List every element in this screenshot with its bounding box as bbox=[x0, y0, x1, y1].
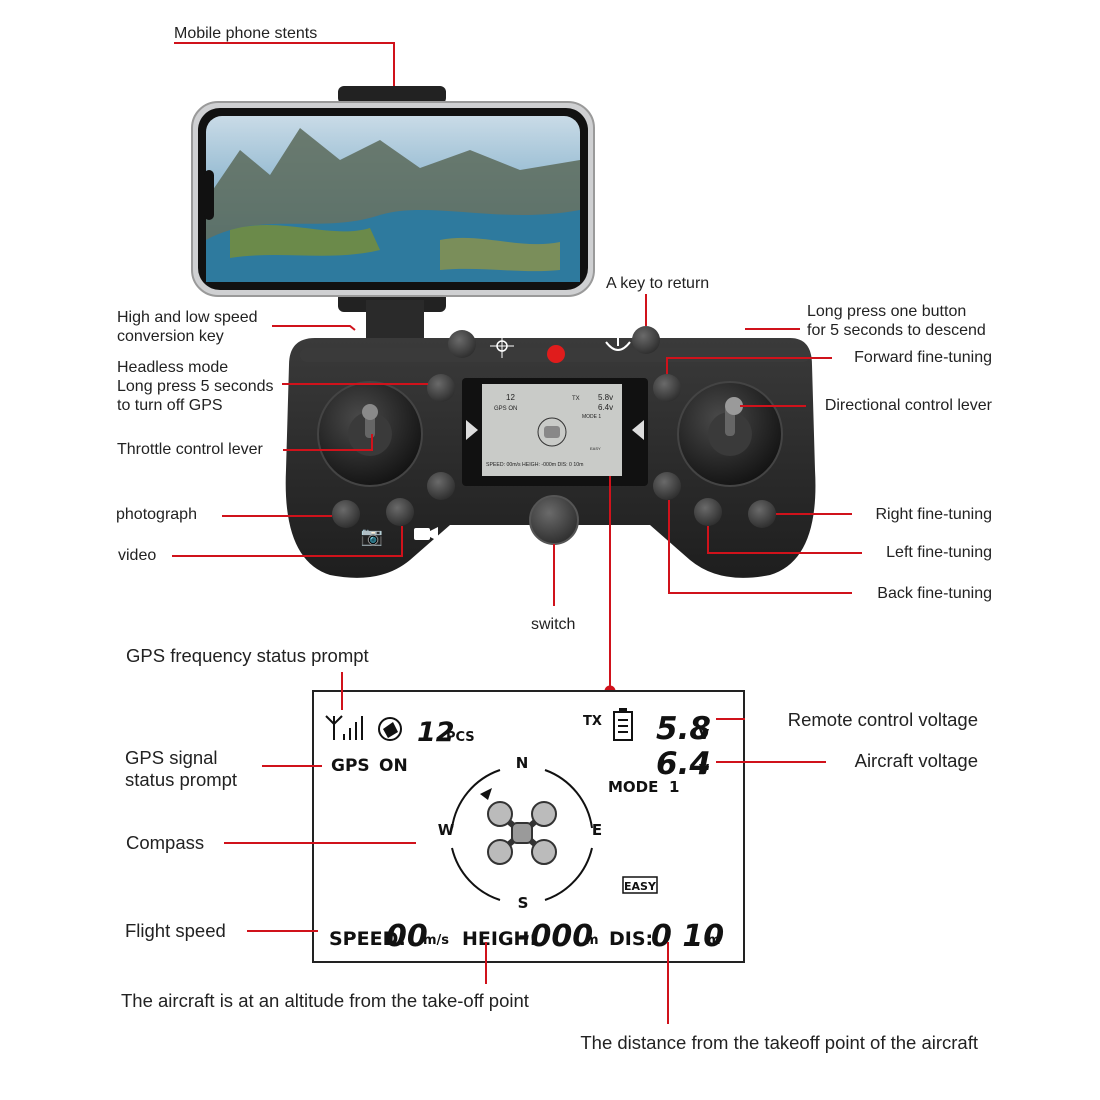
tx-label: TX bbox=[583, 714, 602, 729]
label-forward-fine-tuning: Forward fine-tuning bbox=[854, 349, 992, 366]
battery-icon bbox=[613, 708, 633, 741]
small-lcd-tx: TX bbox=[572, 396, 580, 402]
small-lcd-gps: GPS ON bbox=[494, 406, 517, 412]
distance-unit: m bbox=[707, 933, 721, 948]
switch-button bbox=[529, 495, 579, 545]
mode-value: 1 bbox=[669, 778, 679, 796]
easy-box bbox=[622, 876, 658, 894]
label-return-key: A key to return bbox=[606, 275, 710, 292]
label-distance: The distance from the takeoff point of t… bbox=[580, 1032, 978, 1053]
label-left-fine-tuning: Left fine-tuning bbox=[886, 544, 992, 561]
satellite-icon bbox=[378, 717, 402, 741]
satellite-count: 12 bbox=[417, 717, 455, 748]
label-headless: Headless mode Long press 5 seconds to tu… bbox=[117, 359, 274, 414]
speed-key-button bbox=[448, 330, 476, 358]
label-directional-lever: Directional control lever bbox=[824, 397, 992, 414]
label-altitude: The aircraft is at an altitude from the … bbox=[121, 990, 529, 1011]
return-key-button bbox=[632, 326, 660, 354]
label-switch: switch bbox=[531, 616, 576, 633]
easy-label: EASY bbox=[624, 880, 657, 893]
speed-value: 00 bbox=[386, 919, 428, 954]
small-lcd-v2: 6.4v bbox=[598, 403, 613, 412]
mobile-phone bbox=[191, 101, 595, 297]
label-photograph: photograph bbox=[116, 506, 197, 523]
controller-lcd: GPS ON 12 TX 5.8v 6.4v MODE 1 EASY SPEED… bbox=[462, 378, 648, 486]
controller-buttons[interactable] bbox=[332, 326, 776, 545]
compass-east: E bbox=[592, 821, 602, 839]
distance-value: 0 10 bbox=[651, 919, 724, 954]
compass-dial bbox=[451, 769, 593, 901]
leader-lines-top bbox=[172, 42, 862, 690]
label-remote-voltage: Remote control voltage bbox=[787, 709, 978, 730]
compass-north: N bbox=[516, 754, 529, 772]
aircraft-voltage-value: 6.4 bbox=[656, 746, 711, 782]
speed-label: SPEED: bbox=[329, 928, 406, 950]
label-flight-speed: Flight speed bbox=[125, 920, 226, 941]
mode-label: MODE bbox=[608, 778, 658, 796]
leader-lines-bottom bbox=[224, 672, 826, 1024]
drone-icon bbox=[487, 801, 557, 865]
back-trim-button bbox=[653, 472, 681, 500]
label-gps-frequency: GPS frequency status prompt bbox=[126, 645, 369, 666]
label-descend: Long press one button for 5 seconds to d… bbox=[807, 303, 986, 339]
photograph-button bbox=[332, 500, 360, 528]
right-fine-tuning-button bbox=[748, 500, 776, 528]
headless-button bbox=[427, 374, 455, 402]
gps-label: GPS bbox=[331, 756, 370, 776]
label-aircraft-voltage: Aircraft voltage bbox=[854, 750, 978, 771]
forward-trim-button bbox=[653, 374, 681, 402]
small-lcd-sats: 12 bbox=[506, 393, 515, 402]
return-home-icon bbox=[605, 330, 631, 351]
small-lcd-mode: MODE 1 bbox=[582, 414, 601, 420]
label-right-fine-tuning: Right fine-tuning bbox=[875, 506, 992, 523]
left-fine-tuning-button bbox=[694, 498, 722, 526]
label-compass: Compass bbox=[126, 832, 205, 853]
headless-compass-icon bbox=[490, 334, 514, 358]
distance-label: DIS: bbox=[609, 928, 653, 950]
label-video: video bbox=[118, 547, 157, 564]
throttle-control-lever[interactable] bbox=[317, 381, 423, 487]
gps-on-label: ON bbox=[379, 756, 408, 776]
power-led bbox=[547, 345, 565, 363]
small-lcd-easy: EASY bbox=[590, 446, 601, 451]
camera-icon: 📷 bbox=[361, 526, 383, 546]
height-label: HEIGH: bbox=[462, 928, 537, 950]
satellite-pcs-unit: PCS bbox=[446, 730, 475, 745]
compass-south: S bbox=[518, 894, 529, 912]
video-button bbox=[386, 498, 414, 526]
video-camera-icon bbox=[414, 527, 438, 541]
large-lcd-panel: 12 PCS GPS ON TX 5.8 V 6.4 V MODE 1 N S … bbox=[312, 690, 745, 963]
label-gps-signal: GPS signal status prompt bbox=[125, 747, 238, 790]
label-speed-key: High and low speed conversion key bbox=[117, 309, 258, 345]
aircraft-voltage-unit: V bbox=[699, 763, 709, 778]
signal-antenna-icon bbox=[325, 715, 363, 740]
label-phone-stents: Mobile phone stents bbox=[174, 25, 318, 42]
label-back-fine-tuning: Back fine-tuning bbox=[877, 585, 992, 602]
directional-control-lever[interactable] bbox=[677, 381, 783, 487]
compass-west: W bbox=[438, 821, 455, 839]
height-value: -000 bbox=[518, 919, 593, 954]
remote-voltage-unit: V bbox=[699, 728, 709, 743]
height-unit: m bbox=[585, 933, 599, 948]
label-throttle-lever: Throttle control lever bbox=[117, 441, 263, 458]
left-trim-up-button bbox=[427, 472, 455, 500]
remote-voltage-value: 5.8 bbox=[656, 711, 711, 747]
small-lcd-v1: 5.8v bbox=[598, 393, 613, 402]
small-lcd-bottom: SPEED: 00m/s HEIGH: -000m DIS: 0 10m bbox=[486, 462, 583, 468]
speed-unit: m/s bbox=[423, 933, 449, 948]
